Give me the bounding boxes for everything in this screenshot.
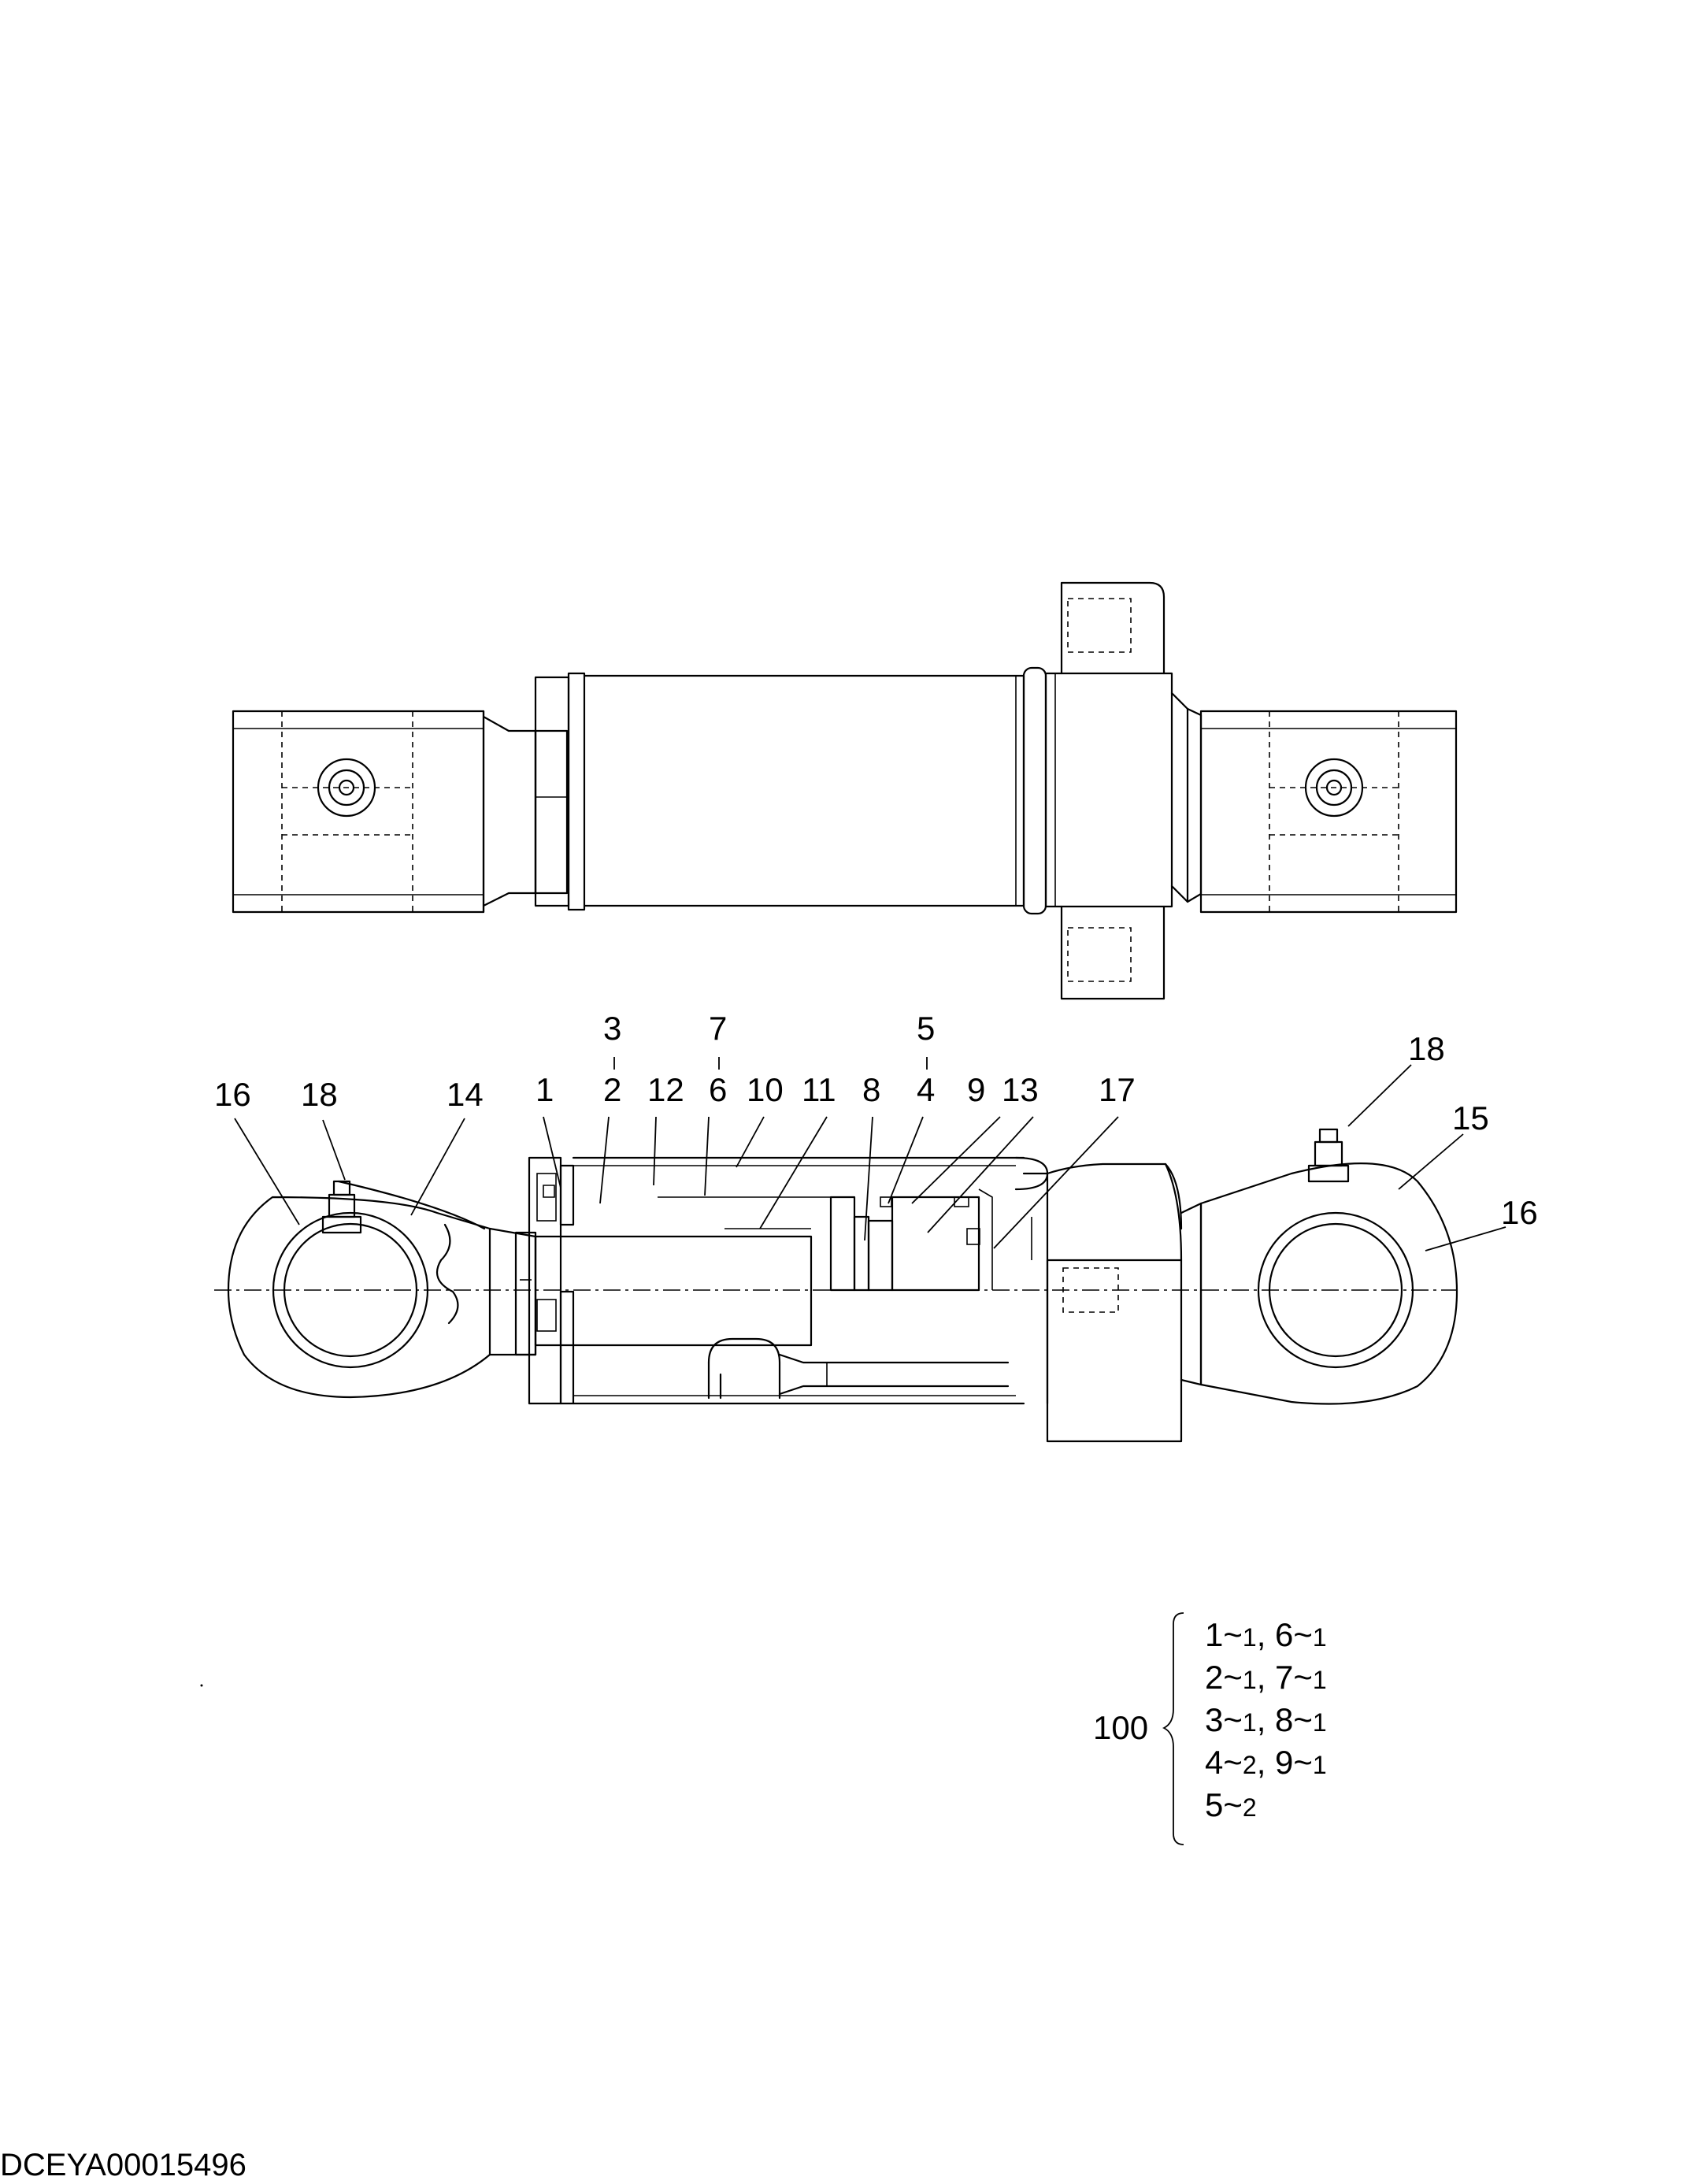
piston: [829, 1188, 993, 1292]
grease-nipple-right: [1307, 1128, 1350, 1183]
kit-part-number: 9~: [1275, 1744, 1313, 1781]
section-view: 16 18 14 1 3 2 12 7 6 10 11 8 5 4 9 13 1…: [214, 1010, 1538, 1443]
kit-separator: ,: [1257, 1701, 1275, 1738]
kit-part-number: 8~: [1275, 1701, 1313, 1738]
kit-brace: [1162, 1612, 1184, 1845]
kit-line: 1~1, 6~1: [1205, 1616, 1327, 1653]
drawing-code: DCEYA00015496: [0, 2148, 246, 2182]
callout-10: 10: [747, 1071, 784, 1108]
callout-18b: 18: [1408, 1030, 1445, 1067]
kit-part-number: 2~: [1205, 1659, 1243, 1696]
section-tube: [572, 1156, 1049, 1405]
kit-part-number: 3~: [1205, 1701, 1243, 1738]
kit-part-number: 5~: [1205, 1786, 1243, 1823]
kit-part-number: 4~: [1205, 1744, 1243, 1781]
head-block: [1044, 581, 1173, 1000]
callout-14: 14: [447, 1076, 484, 1113]
callout-1: 1: [536, 1071, 554, 1108]
kit-lines: 1~1, 6~12~1, 7~13~1, 8~14~2, 9~15~2: [1205, 1616, 1327, 1823]
kit-line: 3~1, 8~1: [1205, 1701, 1327, 1738]
callout-9: 9: [967, 1071, 985, 1108]
callout-12: 12: [647, 1071, 684, 1108]
top-view: [232, 581, 1458, 1000]
kit-quantity: 1: [1313, 1666, 1327, 1694]
right-rod-eye-block: [1199, 710, 1458, 914]
kit-line: 5~2: [1205, 1786, 1257, 1823]
callout-15: 15: [1452, 1099, 1489, 1136]
callout-5: 5: [917, 1010, 935, 1047]
external-pipe: [707, 1337, 1010, 1400]
kit-separator: ,: [1257, 1616, 1275, 1653]
kit-line: 2~1, 7~1: [1205, 1659, 1327, 1696]
callout-7: 7: [709, 1010, 727, 1047]
kit-quantity: 2: [1243, 1751, 1257, 1779]
kit-line: 4~2, 9~1: [1205, 1744, 1327, 1781]
kit-part-number: 1~: [1205, 1616, 1243, 1653]
callout-13: 13: [1002, 1071, 1039, 1108]
callout-17: 17: [1099, 1071, 1136, 1108]
callout-18a: 18: [301, 1076, 338, 1113]
callout-3: 3: [603, 1010, 621, 1047]
kit-quantity: 1: [1313, 1751, 1327, 1779]
callout-11: 11: [802, 1071, 836, 1108]
callout-labels: 16 18 14 1 3 2 12 7 6 10 11 8 5 4 9 13 1…: [214, 1010, 1538, 1231]
stray-dot: [200, 1684, 203, 1687]
kit-quantity: 1: [1243, 1623, 1257, 1652]
callout-6: 6: [709, 1071, 727, 1108]
kit-separator: ,: [1257, 1659, 1275, 1696]
left-rod-eye-block: [232, 710, 485, 914]
callout-16b: 16: [1501, 1194, 1538, 1231]
kit-quantity: 1: [1313, 1623, 1327, 1652]
callout-4: 4: [917, 1071, 935, 1108]
kit-part-number: 7~: [1275, 1659, 1313, 1696]
kit-part-number: 6~: [1275, 1616, 1313, 1653]
seal-kit-legend: 100 1~1, 6~12~1, 7~13~1, 8~14~2, 9~15~2: [1093, 1612, 1327, 1845]
callout-8: 8: [862, 1071, 880, 1108]
leader-lines: [234, 1057, 1506, 1251]
kit-quantity: 2: [1243, 1793, 1257, 1822]
callout-2: 2: [603, 1071, 621, 1108]
kit-number: 100: [1093, 1709, 1148, 1746]
grease-nipple-left: [321, 1180, 362, 1234]
right-eye: [1199, 1128, 1458, 1405]
gland: [528, 1156, 575, 1405]
kit-separator: ,: [1257, 1744, 1275, 1781]
section-head: [1022, 1162, 1203, 1443]
kit-quantity: 1: [1243, 1708, 1257, 1737]
left-eye: [227, 1180, 491, 1399]
kit-quantity: 1: [1313, 1708, 1327, 1737]
cylinder-tube: [583, 666, 1047, 915]
callout-16a: 16: [214, 1076, 251, 1113]
kit-quantity: 1: [1243, 1666, 1257, 1694]
